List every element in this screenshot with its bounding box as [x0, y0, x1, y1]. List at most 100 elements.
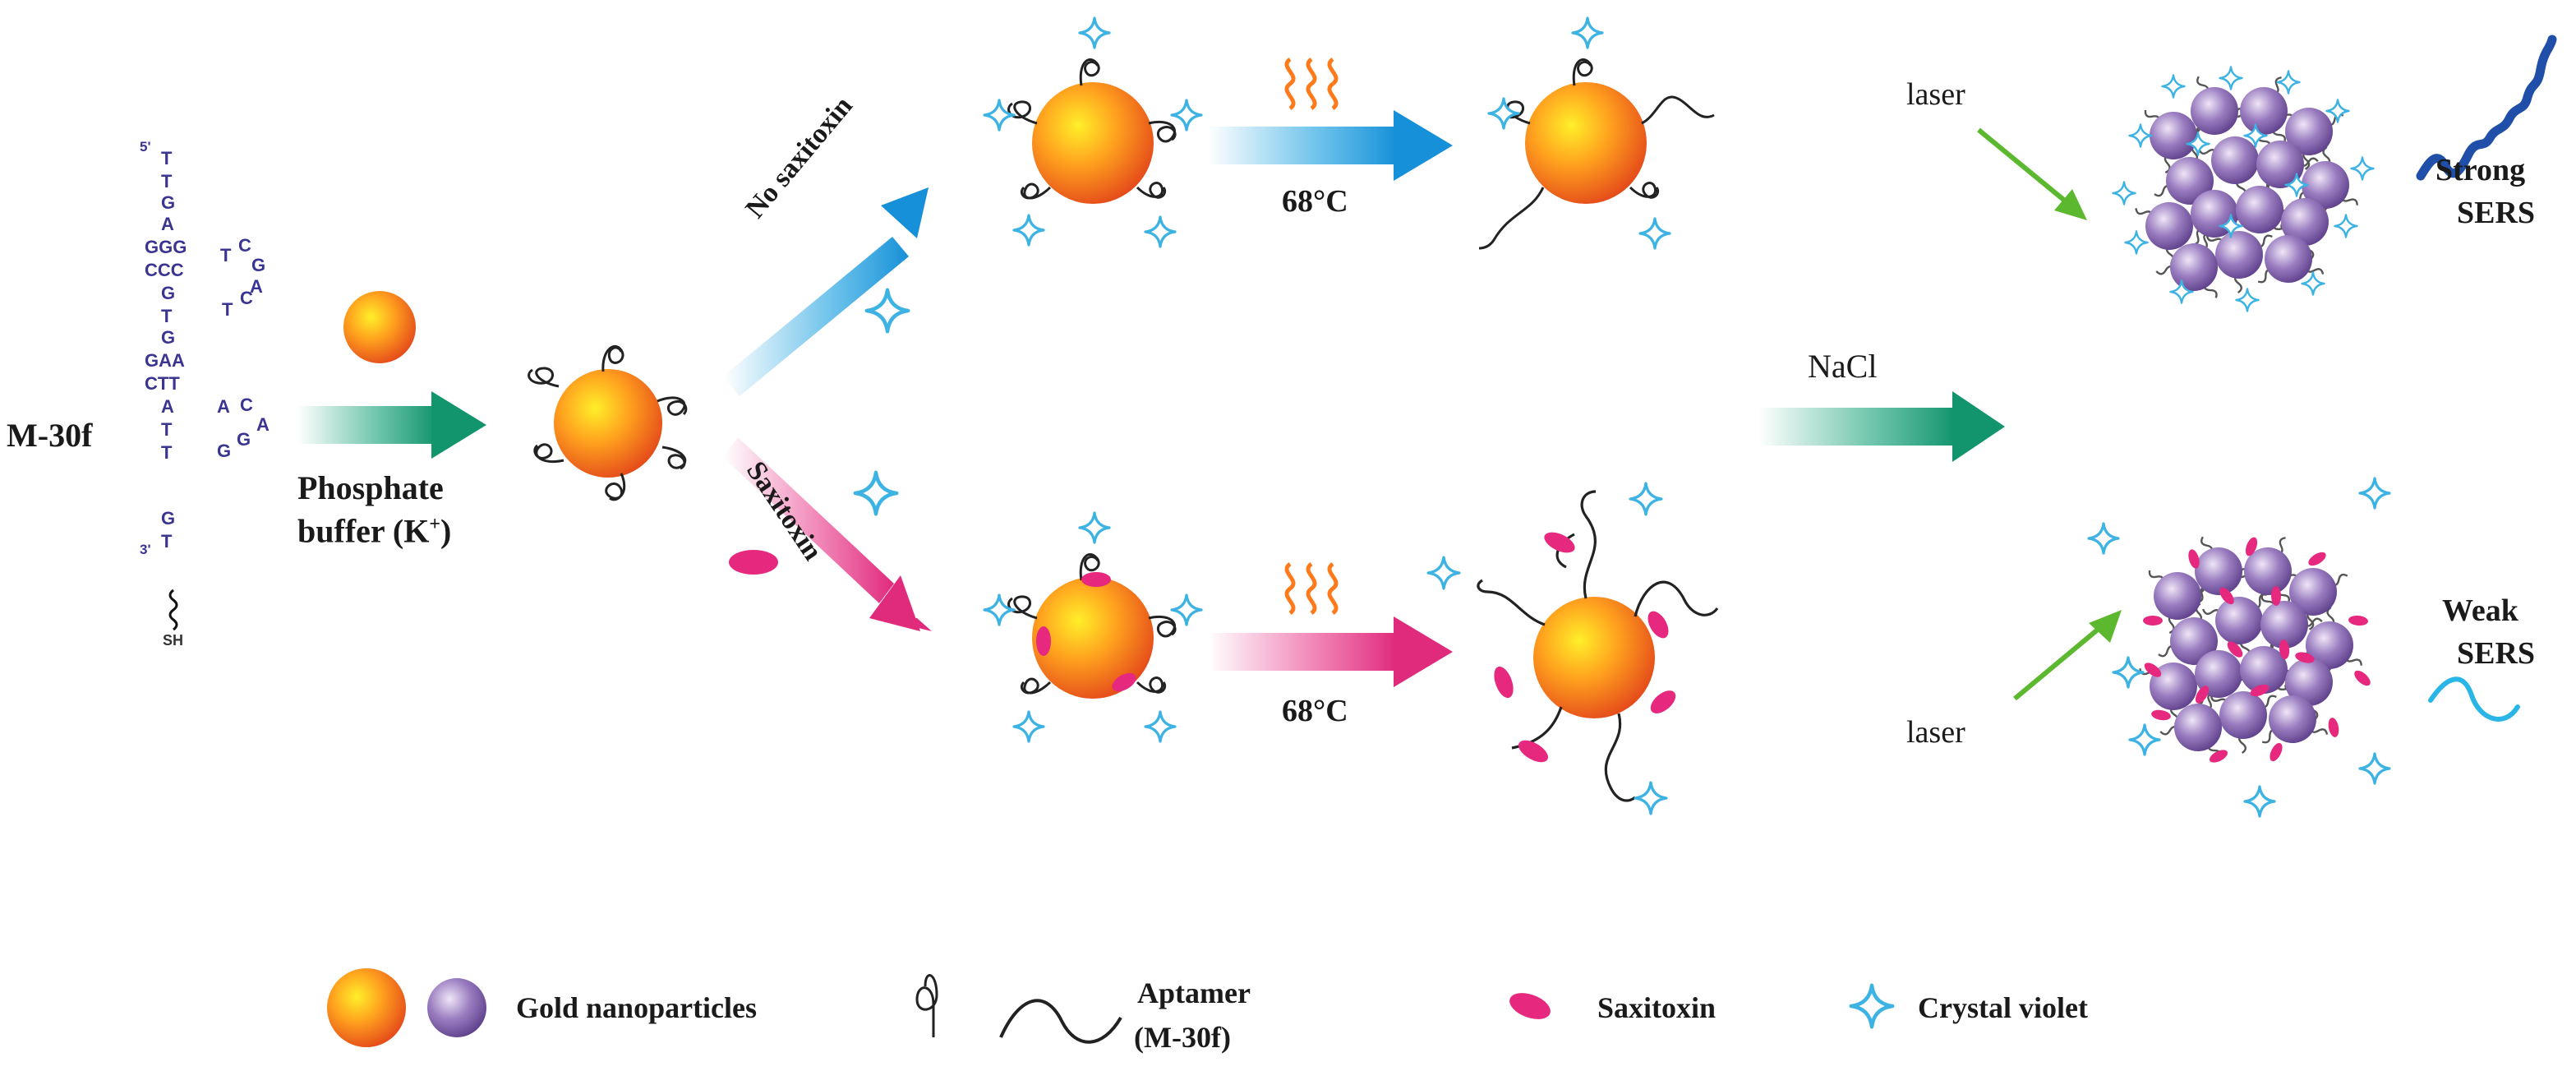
crystal-violet — [2128, 123, 2153, 148]
purple-nanoparticle — [2256, 141, 2304, 188]
temperature-bottom: 68°C — [1282, 694, 1348, 728]
laser-arrow-top — [1977, 127, 2087, 220]
saxitoxin — [2188, 549, 2200, 569]
stem-base: GAA — [145, 350, 185, 371]
stem-base: G — [161, 508, 176, 529]
crystal-violet — [2325, 99, 2350, 123]
purple-nanoparticle — [2285, 658, 2333, 706]
saxitoxin — [2279, 639, 2290, 659]
loop-top-base: G — [251, 255, 266, 275]
legend-gold-nanoparticle-icon — [327, 968, 406, 1047]
nacl-label: NaCl — [1808, 348, 1878, 385]
legend-saxitoxin-label: Saxitoxin — [1597, 991, 1717, 1024]
loop-bottom-base: G — [217, 441, 232, 461]
m30f-label: M-30f — [7, 417, 93, 454]
crystal-violet — [2243, 785, 2276, 818]
phosphate-label-line1: Phosphate — [297, 469, 444, 506]
legend-crystal-violet-icon — [1851, 986, 1892, 1027]
crystal-violet — [2128, 723, 2161, 756]
loop-top-base: C — [238, 235, 251, 256]
purple-nanoparticle — [2166, 157, 2214, 205]
saxitoxin — [2308, 552, 2326, 566]
crystal-violet — [2358, 477, 2391, 510]
crystal-violet-free — [867, 290, 908, 331]
strong-sers-label-line1: Strong — [2435, 153, 2526, 187]
saxitoxin — [2219, 587, 2234, 605]
loop-top-base: T — [220, 245, 232, 265]
purple-nanoparticle — [2215, 231, 2263, 279]
legend-crystal-violet-label: Crystal violet — [1918, 991, 2088, 1024]
saxitoxin — [2209, 750, 2228, 763]
stem-base: CTT — [145, 373, 180, 394]
purple-nanoparticle — [2150, 663, 2197, 710]
loop-top-base: T — [222, 299, 233, 320]
crystal-violet — [2334, 214, 2358, 238]
loop-bottom-base: A — [217, 396, 230, 417]
crystal-violet — [2124, 230, 2149, 255]
purple-nanoparticle — [2195, 547, 2242, 595]
stem-base: T — [161, 419, 173, 440]
saxitoxin-free — [729, 550, 778, 575]
stem-base: A — [161, 396, 174, 417]
saxitoxin — [2144, 663, 2162, 677]
purple-nanoparticle — [2145, 202, 2193, 250]
legend-aptamer-hairpin-icon — [915, 974, 938, 1037]
top-conjugate-after-heat — [1478, 16, 1715, 250]
stem-base: T — [161, 148, 173, 169]
heat-icon-bottom — [1284, 561, 1339, 616]
saxitoxin — [2245, 537, 2258, 556]
saxitoxin — [2250, 684, 2270, 697]
three-prime-label: 3' — [140, 542, 151, 557]
heat-icon-top — [1284, 57, 1339, 111]
strong-sers-wave — [2416, 35, 2557, 181]
saxitoxin — [2328, 718, 2339, 737]
sh-linker — [168, 589, 178, 631]
purple-nanoparticle — [2191, 87, 2238, 135]
saxitoxin — [2151, 709, 2171, 721]
weak-sers-label-line1: Weak — [2442, 593, 2518, 628]
weak-sers-label-line2: SERS — [2457, 636, 2536, 671]
free-gold-nanoparticle — [343, 291, 416, 363]
aggregate-weak — [2087, 477, 2391, 818]
legend-purple-nanoparticle-icon — [427, 978, 486, 1037]
loop-top-base: C — [240, 288, 253, 308]
purple-nanoparticle — [2306, 621, 2353, 669]
purple-nanoparticle — [2240, 646, 2288, 694]
purple-nanoparticle — [2174, 704, 2222, 751]
crystal-violet — [2301, 271, 2325, 296]
arrow-no-saxitoxin — [723, 187, 929, 396]
legend-saxitoxin-icon — [1509, 993, 1551, 1019]
crystal-violet — [2112, 181, 2136, 205]
stem-base: CCC — [145, 260, 184, 280]
purple-nanoparticle — [2170, 243, 2218, 291]
crystal-violet — [2087, 522, 2120, 555]
purple-nanoparticle — [2154, 572, 2201, 620]
crystal-violet — [2358, 752, 2391, 785]
laser-label-top: laser — [1906, 77, 1965, 112]
stem-base: T — [161, 306, 173, 326]
stem-base: G — [161, 283, 176, 303]
arrow-heat-top — [1208, 110, 1453, 181]
saxitoxin — [2354, 670, 2371, 686]
saxitoxin — [2270, 742, 2283, 762]
laser-label-bottom: laser — [1906, 715, 1965, 750]
stem-base: GGG — [145, 237, 187, 257]
loop-bottom-base: G — [237, 429, 251, 450]
crystal-violet — [2112, 656, 2145, 689]
phosphate-label-line2: buffer (K+) — [297, 512, 452, 550]
saxitoxin — [2270, 586, 2282, 606]
arrow-nacl — [1758, 391, 2005, 462]
weak-sers-wave — [2428, 676, 2520, 722]
laser-arrow-bottom — [2013, 610, 2122, 701]
saxitoxin — [2295, 652, 2315, 663]
purple-nanoparticle — [2265, 235, 2312, 283]
saxitoxin — [2195, 686, 2210, 704]
top-conjugate-before-heat — [983, 16, 1203, 248]
purple-nanoparticle — [2269, 695, 2316, 743]
stem-base: T — [161, 531, 173, 552]
purple-nanoparticle — [2289, 568, 2337, 616]
legend-aptamer-label-line2: (M-30f) — [1134, 1021, 1231, 1054]
legend-aptamer-strand-icon — [999, 999, 1122, 1044]
